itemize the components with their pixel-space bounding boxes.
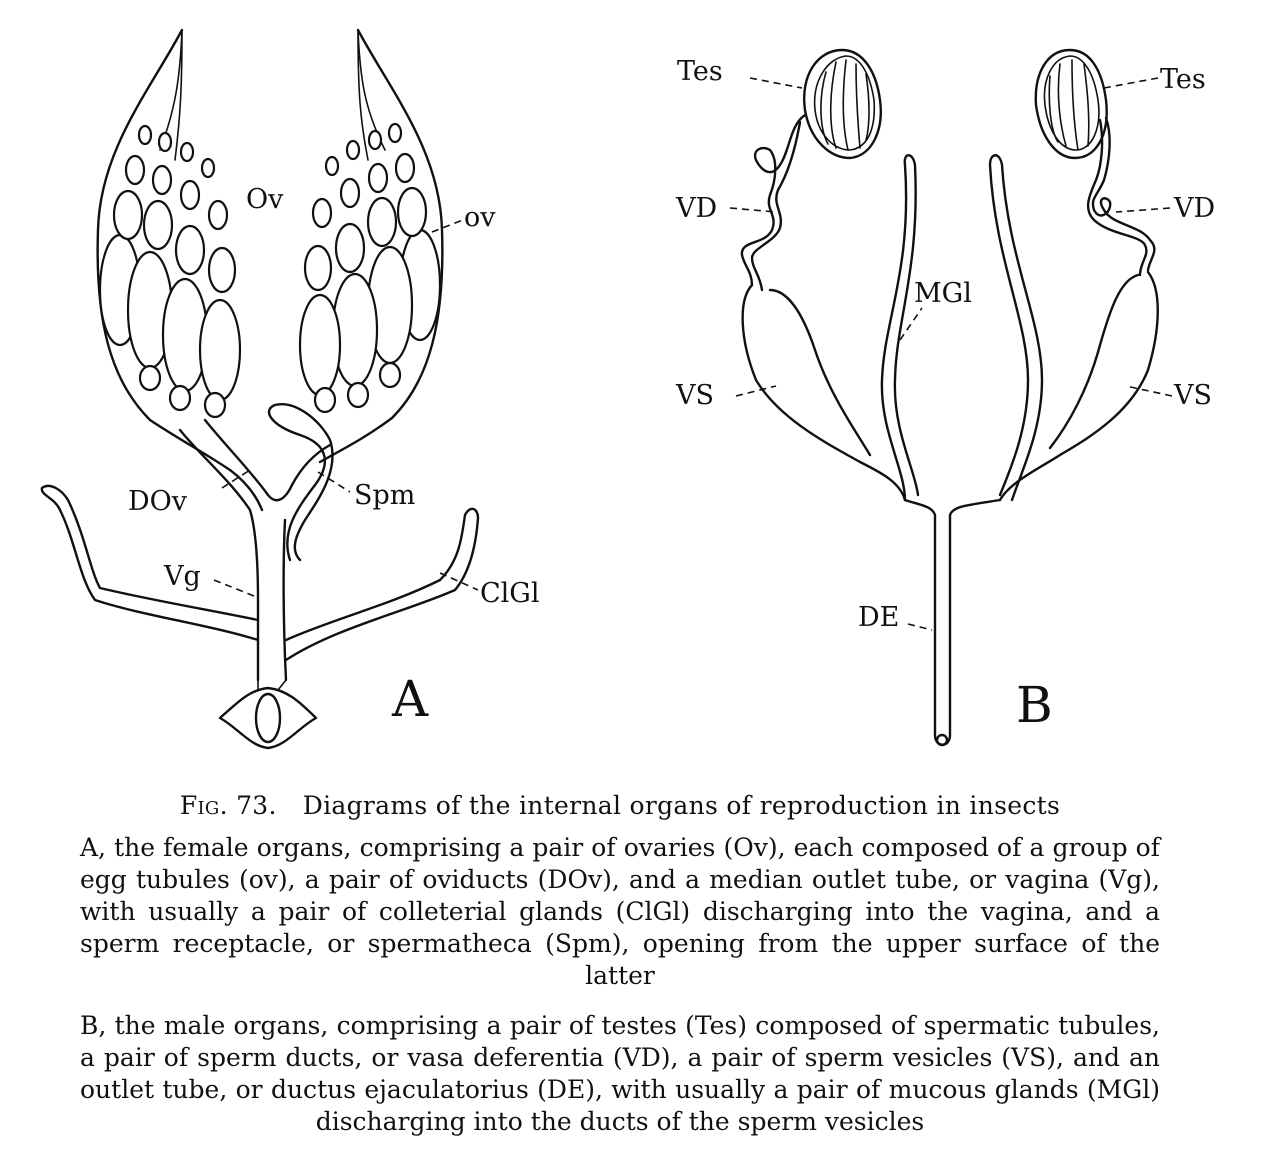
panel-label-b: B bbox=[1016, 676, 1053, 734]
label-spm: Spm bbox=[354, 480, 415, 511]
label-ov-egg-tubule: ov bbox=[464, 202, 496, 233]
right-sperm-vesicle bbox=[998, 270, 1159, 502]
left-sperm-vesicle bbox=[741, 283, 907, 502]
label-tes-left: Tes bbox=[677, 56, 723, 87]
right-egg-tubules bbox=[298, 122, 442, 414]
figure-number: Fig. 73. bbox=[179, 791, 277, 820]
male-organs-diagram: Tes Tes VD VD MGl VS VS DE B bbox=[675, 48, 1215, 747]
label-vg: Vg bbox=[163, 561, 201, 592]
caption-panel-b: B, the male organs, comprising a pair of… bbox=[80, 1011, 1160, 1136]
label-dov: DOv bbox=[128, 486, 188, 517]
label-vd-left: VD bbox=[675, 193, 717, 224]
ductus-ejaculatorius bbox=[903, 498, 1002, 746]
left-ovary-outline bbox=[96, 28, 264, 512]
right-mucous-gland bbox=[988, 154, 1044, 502]
oviducts-and-vagina bbox=[178, 428, 260, 682]
label-tes-right: Tes bbox=[1160, 64, 1206, 95]
right-vas-deferens bbox=[1091, 116, 1156, 272]
left-vas-deferens bbox=[740, 113, 807, 287]
right-colleterial-gland bbox=[284, 507, 480, 662]
female-organs-diagram: Ov ov DOv Spm Vg ClGl A bbox=[40, 28, 540, 750]
genital-opening bbox=[218, 686, 318, 750]
label-de: DE bbox=[858, 602, 899, 633]
right-testis bbox=[1034, 48, 1108, 160]
panel-label-a: A bbox=[391, 670, 429, 728]
label-vd-right: VD bbox=[1173, 193, 1215, 224]
label-vs-right: VS bbox=[1173, 380, 1212, 411]
caption-panel-a: A, the female organs, comprising a pair … bbox=[80, 833, 1160, 990]
label-clgl: ClGl bbox=[480, 578, 540, 609]
label-vs-left: VS bbox=[675, 380, 714, 411]
figure-caption-title: Fig. 73. Diagrams of the internal organs … bbox=[80, 790, 1160, 822]
figure-title: Diagrams of the internal organs of repro… bbox=[302, 791, 1061, 820]
reproductive-organs-figure: Ov ov DOv Spm Vg ClGl A bbox=[40, 28, 1215, 750]
left-colleterial-gland bbox=[40, 484, 260, 642]
label-ov-ovary: Ov bbox=[246, 184, 284, 215]
label-mgl: MGl bbox=[914, 278, 972, 309]
left-egg-tubules bbox=[98, 124, 242, 419]
left-mucous-gland bbox=[880, 154, 920, 502]
left-testis bbox=[802, 48, 882, 160]
spermatheca bbox=[268, 403, 334, 562]
